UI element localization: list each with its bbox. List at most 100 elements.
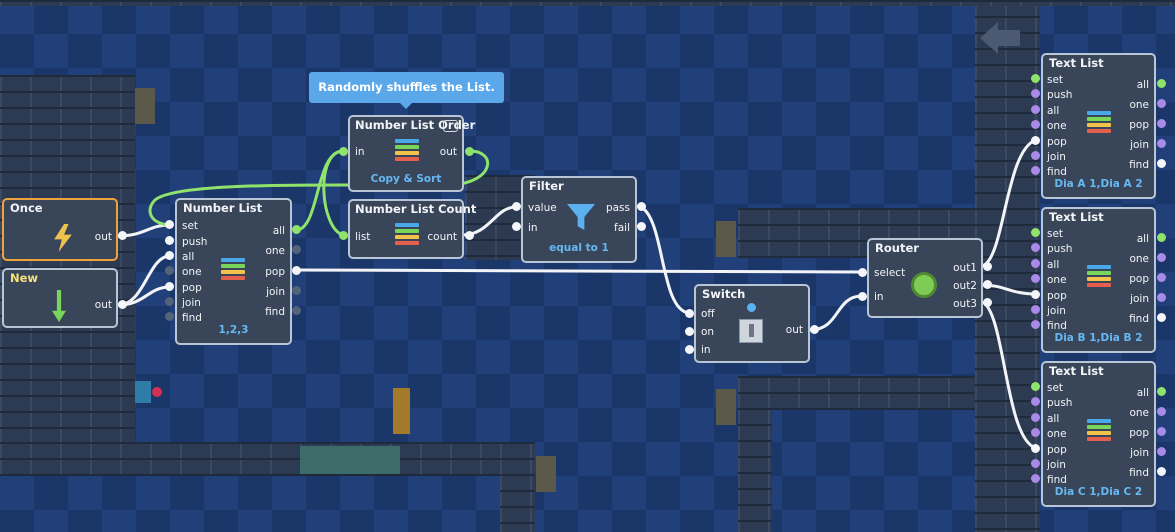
router-out3-port[interactable] <box>983 298 992 307</box>
count-out-port[interactable] <box>465 231 474 240</box>
text-list-c-join-port[interactable] <box>1031 459 1040 468</box>
new-node[interactable]: New out <box>2 268 118 328</box>
text-list-c-pop-out-port[interactable] <box>1157 427 1166 436</box>
number-list-pop-port[interactable] <box>165 282 174 291</box>
number-list-push-port[interactable] <box>165 236 174 245</box>
text-list-b-join-port[interactable] <box>1031 305 1040 314</box>
text-list-a-find-out-port[interactable] <box>1157 159 1166 168</box>
switch-on-port[interactable] <box>685 327 694 336</box>
text-list-b-pop-out-port[interactable] <box>1157 273 1166 282</box>
new-out-label: out <box>94 299 112 311</box>
text-list-a-node[interactable]: Text List set push all one pop join find… <box>1041 53 1156 199</box>
text-list-a-value: Dia A 1,Dia A 2 <box>1054 178 1143 190</box>
comment-bubble-icon[interactable] <box>443 120 458 132</box>
text-list-c-all-out-port[interactable] <box>1157 387 1166 396</box>
number-list-count-node[interactable]: Number List Count list count <box>348 199 476 259</box>
router-out1-port[interactable] <box>983 262 992 271</box>
router-in-port[interactable] <box>858 292 867 301</box>
text-list-a-one-port[interactable] <box>1031 120 1040 129</box>
text-list-b-all-out-port[interactable] <box>1157 233 1166 242</box>
switch-off-label: off <box>701 308 715 320</box>
text-list-c-set-port[interactable] <box>1031 382 1040 391</box>
text-list-c-node[interactable]: Text List set push all one pop join find… <box>1041 361 1156 507</box>
input-label-set: set <box>1047 382 1064 394</box>
text-list-b-find-out-port[interactable] <box>1157 313 1166 322</box>
number-list-all-out-port[interactable] <box>292 225 301 234</box>
new-out-port[interactable] <box>118 300 127 309</box>
number-list-node[interactable]: Number List set push all one pop join fi… <box>175 198 292 345</box>
once-out-port[interactable] <box>118 231 127 240</box>
text-list-a-set-port[interactable] <box>1031 74 1040 83</box>
number-list-pop-out-port[interactable] <box>292 266 301 275</box>
toggle-switch-icon[interactable] <box>739 319 763 343</box>
number-list-find-out-port[interactable] <box>292 306 301 315</box>
output-label-join: join <box>266 286 285 298</box>
text-list-a-one-out-port[interactable] <box>1157 99 1166 108</box>
text-list-a-pop-out-port[interactable] <box>1157 119 1166 128</box>
text-list-a-push-port[interactable] <box>1031 89 1040 98</box>
filter-fail-port[interactable] <box>637 222 646 231</box>
input-label-find: find <box>1047 474 1067 486</box>
number-list-all-port[interactable] <box>165 251 174 260</box>
text-list-b-push-port[interactable] <box>1031 243 1040 252</box>
once-node[interactable]: Once out <box>2 198 118 261</box>
filter-fail-label: fail <box>614 222 630 234</box>
router-arrow-icon <box>911 272 937 298</box>
switch-off-port[interactable] <box>685 309 694 318</box>
text-list-b-pop-port[interactable] <box>1031 290 1040 299</box>
text-list-a-pop-port[interactable] <box>1031 136 1040 145</box>
output-label-join: join <box>1130 447 1149 459</box>
text-list-a-join-port[interactable] <box>1031 151 1040 160</box>
order-out-port[interactable] <box>465 147 474 156</box>
text-list-c-join-out-port[interactable] <box>1157 447 1166 456</box>
number-list-join-out-port[interactable] <box>292 286 301 295</box>
input-label-one: one <box>1047 120 1067 132</box>
output-label-pop: pop <box>1129 273 1149 285</box>
number-list-one-port[interactable] <box>165 266 174 275</box>
number-list-find-port[interactable] <box>165 312 174 321</box>
output-label-one: one <box>265 245 285 257</box>
wall-block <box>716 221 736 257</box>
text-list-c-one-out-port[interactable] <box>1157 407 1166 416</box>
router-out2-port[interactable] <box>983 280 992 289</box>
filter-value-port[interactable] <box>512 202 521 211</box>
list-stack-icon <box>395 139 419 163</box>
number-list-join-port[interactable] <box>165 297 174 306</box>
router-select-port[interactable] <box>858 268 867 277</box>
switch-in-port[interactable] <box>685 345 694 354</box>
switch-node[interactable]: Switch off on in out <box>694 284 810 363</box>
text-list-b-join-out-port[interactable] <box>1157 293 1166 302</box>
input-label-join: join <box>1047 305 1066 317</box>
number-list-one-out-port[interactable] <box>292 245 301 254</box>
output-label-one: one <box>1129 407 1149 419</box>
text-list-a-join-out-port[interactable] <box>1157 139 1166 148</box>
number-list-set-port[interactable] <box>165 220 174 229</box>
text-list-b-one-out-port[interactable] <box>1157 253 1166 262</box>
filter-pass-port[interactable] <box>637 202 646 211</box>
text-list-c-all-port[interactable] <box>1031 413 1040 422</box>
text-list-a-all-port[interactable] <box>1031 105 1040 114</box>
filter-pass-label: pass <box>605 202 630 214</box>
router-node[interactable]: Router select in out1 out2 out3 <box>867 238 983 318</box>
order-in-port[interactable] <box>339 147 348 156</box>
text-list-a-all-out-port[interactable] <box>1157 79 1166 88</box>
count-list-port[interactable] <box>339 231 348 240</box>
text-list-c-pop-port[interactable] <box>1031 444 1040 453</box>
text-list-c-push-port[interactable] <box>1031 397 1040 406</box>
text-list-c-one-port[interactable] <box>1031 428 1040 437</box>
text-list-a-find-port[interactable] <box>1031 166 1040 175</box>
text-list-b-one-port[interactable] <box>1031 274 1040 283</box>
toggle-lever <box>749 324 754 337</box>
filter-node[interactable]: Filter value in pass fail equal to 1 <box>521 176 637 263</box>
text-list-c-find-port[interactable] <box>1031 474 1040 483</box>
switch-out-port[interactable] <box>810 325 819 334</box>
filter-in-port[interactable] <box>512 222 521 231</box>
text-list-b-find-port[interactable] <box>1031 320 1040 329</box>
output-label-all: all <box>272 225 285 237</box>
wire-pass-to-off <box>639 205 691 315</box>
text-list-b-all-port[interactable] <box>1031 259 1040 268</box>
text-list-b-node[interactable]: Text List set push all one pop join find… <box>1041 207 1156 353</box>
text-list-b-set-port[interactable] <box>1031 228 1040 237</box>
text-list-c-find-out-port[interactable] <box>1157 467 1166 476</box>
number-list-order-node[interactable]: Number List Order in out Copy & Sort <box>348 115 475 192</box>
